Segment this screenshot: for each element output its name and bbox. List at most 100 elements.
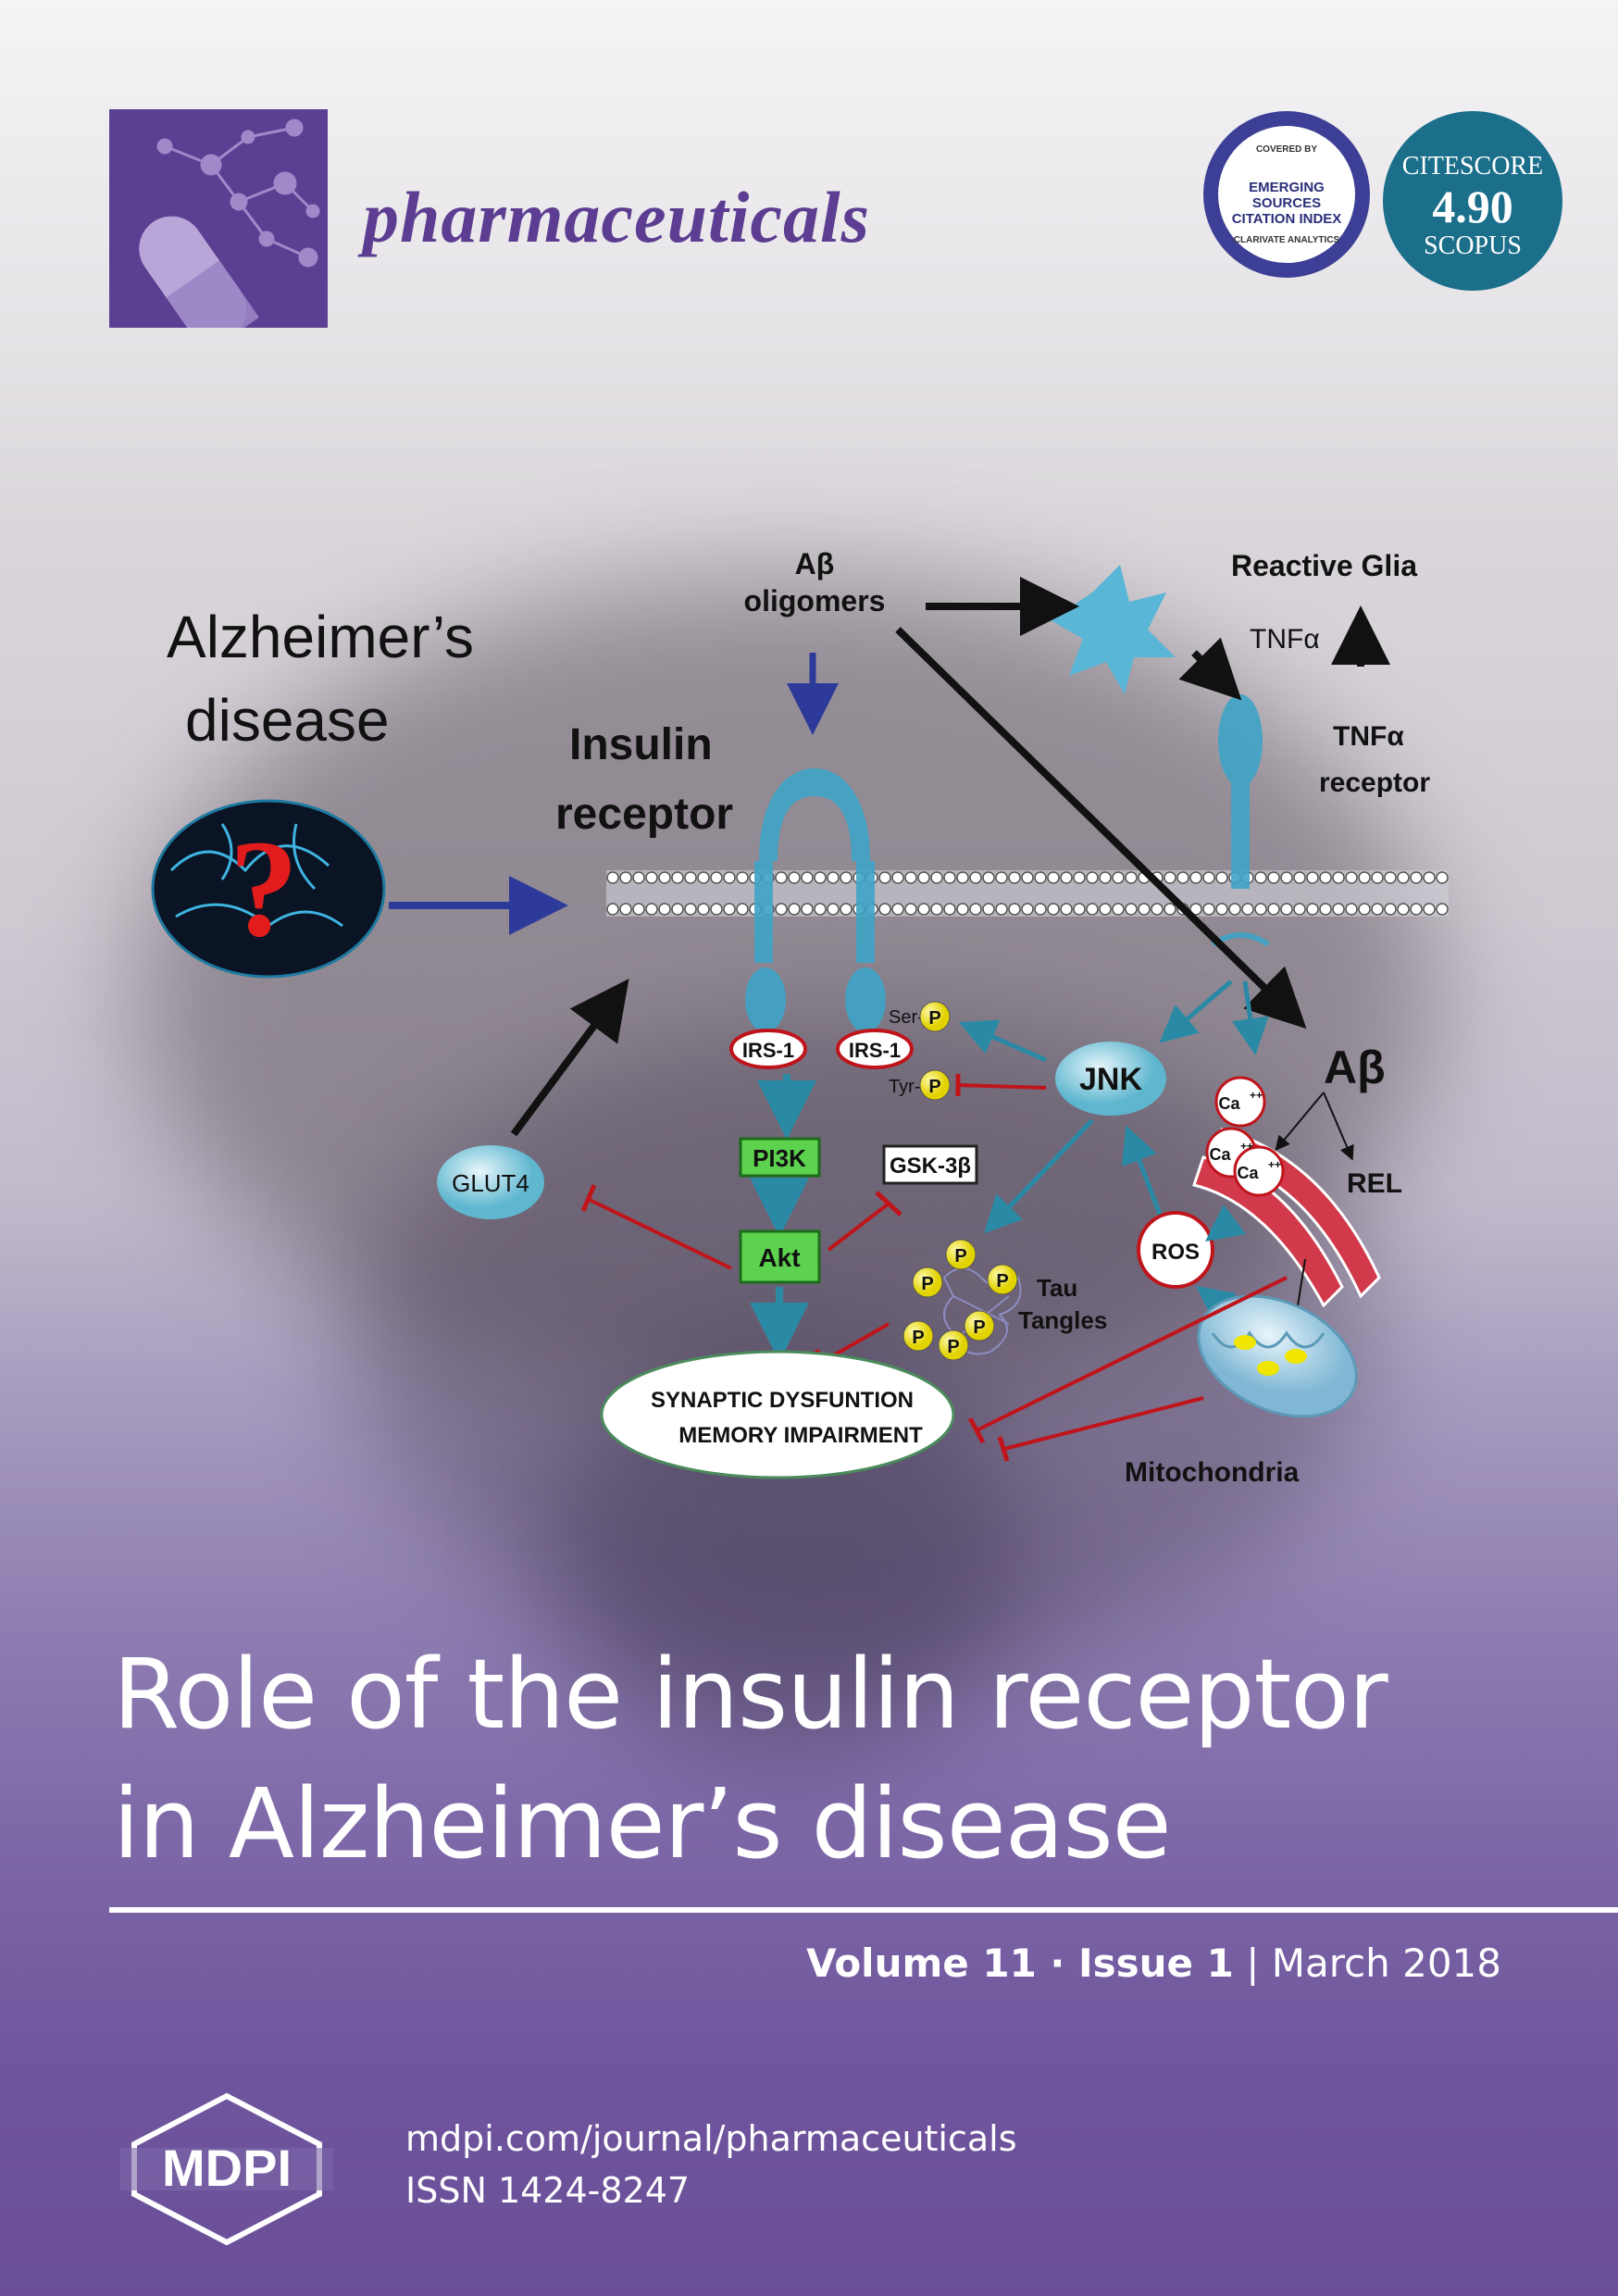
membrane-lipid — [878, 903, 891, 916]
tau-label: Tau — [1037, 1274, 1077, 1302]
membrane-lipid — [1436, 871, 1449, 884]
membrane-lipid — [619, 871, 632, 884]
membrane-lipid — [1319, 903, 1332, 916]
membrane-lipid — [943, 871, 956, 884]
citescore-value: 4.90 — [1432, 181, 1513, 232]
membrane-lipid — [1021, 871, 1034, 884]
membrane-lipid — [801, 903, 814, 916]
journal-url[interactable]: mdpi.com/journal/pharmaceuticals — [405, 2118, 1017, 2159]
membrane-lipid — [684, 903, 697, 916]
membrane-lipid — [1345, 871, 1358, 884]
membrane-lipid — [1034, 871, 1047, 884]
jnk-to-tau-arrow — [984, 1118, 1094, 1234]
membrane-lipid — [1397, 903, 1410, 916]
membrane-lipid — [995, 903, 1008, 916]
reactive-glia-label: Reactive Glia — [1231, 549, 1417, 582]
membrane-lipid — [632, 871, 645, 884]
membrane-lipid — [1384, 903, 1397, 916]
rel-label: REL — [1347, 1168, 1402, 1199]
membrane-lipid — [775, 871, 788, 884]
membrane-lipid — [658, 871, 671, 884]
phosphate-icon — [919, 1001, 951, 1032]
membrane-lipid — [982, 903, 995, 916]
membrane-lipid — [1254, 903, 1267, 916]
membrane-lipid — [801, 871, 814, 884]
issue-date: March 2018 — [1271, 1940, 1501, 1986]
phosphate-label: P — [912, 1328, 924, 1348]
phosphate-label: P — [928, 1077, 940, 1097]
synaptic-label: MEMORY IMPAIRMENT — [678, 1423, 923, 1448]
article-title-line: in Alzheimer’s disease — [113, 1767, 1172, 1880]
membrane-to-ca-arrow — [1231, 980, 1269, 1055]
abeta-to-abeta-arrow — [895, 627, 1307, 1029]
membrane-lipid — [1267, 903, 1280, 916]
issue-separator: · — [1036, 1940, 1078, 1986]
membrane-lipid — [1306, 903, 1319, 916]
molecule-pill-icon — [139, 119, 320, 328]
membrane-lipid — [697, 871, 710, 884]
membrane-lipid — [1008, 871, 1021, 884]
esci-line: SOURCES — [1251, 195, 1322, 211]
membrane-lipid — [1215, 871, 1228, 884]
mitochondria-label: Mitochondria — [1125, 1457, 1300, 1488]
ser-label: Ser- — [889, 1007, 924, 1028]
esci-title: EMERGING SOURCES CITATION INDEX — [1218, 180, 1355, 227]
membrane-lipid — [969, 871, 982, 884]
membrane-lipid — [606, 871, 619, 884]
membrane-lipid — [1125, 903, 1138, 916]
membrane-lipid — [671, 871, 684, 884]
membrane-lipid — [904, 903, 917, 916]
membrane-lipid — [645, 871, 658, 884]
membrane-lipid — [814, 871, 827, 884]
ros-label: ROS — [1151, 1240, 1200, 1265]
phosphate-icon — [902, 1239, 1018, 1361]
membrane-lipid — [1293, 871, 1306, 884]
membrane-lipid — [956, 903, 969, 916]
date-divider: | — [1233, 1940, 1272, 1986]
citescore-label: CITESCORE — [1401, 152, 1544, 181]
insulin-receptor-icon — [745, 768, 886, 1032]
akt-inhibit-gsk — [827, 1202, 890, 1252]
journal-name: pharmaceuticals — [363, 177, 871, 257]
brain-icon — [151, 799, 386, 979]
membrane-lipid — [1073, 903, 1086, 916]
membrane-lipid — [1151, 903, 1164, 916]
glut4-to-membrane-arrow — [510, 979, 629, 1137]
esci-line: CITATION INDEX — [1231, 211, 1342, 227]
membrane — [606, 870, 1449, 917]
membrane-lipid — [891, 903, 904, 916]
membrane-lipid — [1306, 871, 1319, 884]
membrane-lipid — [1384, 871, 1397, 884]
membrane-lipid — [943, 903, 956, 916]
issue-number: Issue 1 — [1078, 1940, 1234, 1986]
membrane-lipid — [1280, 871, 1293, 884]
membrane-lipid — [1164, 903, 1176, 916]
membrane-lipid — [775, 903, 788, 916]
volume: Volume 11 — [806, 1940, 1037, 1986]
calcium-charge: ++ — [1250, 1089, 1263, 1102]
irs1-label: IRS-1 — [742, 1039, 794, 1062]
membrane-lipid — [619, 903, 632, 916]
membrane-lipid — [1254, 871, 1267, 884]
membrane-lipid — [1410, 871, 1423, 884]
membrane-lipid — [814, 903, 827, 916]
membrane-lipid — [917, 903, 930, 916]
inhibit-bar — [875, 1191, 902, 1217]
esci-clarivate: CLARIVATE ANALYTICS — [1233, 235, 1340, 245]
jnk-node — [1055, 1042, 1166, 1116]
membrane-lipid — [982, 871, 995, 884]
tnfa-receptor-label: receptor — [1319, 767, 1430, 798]
tyr-label: Tyr- — [889, 1077, 920, 1097]
membrane-lipid — [1189, 903, 1202, 916]
membrane-lipid — [840, 903, 853, 916]
phosphate-label: P — [973, 1317, 985, 1338]
glut4-node — [437, 1145, 544, 1219]
irs1-node: IRS-1 — [729, 1029, 807, 1069]
tau-label: Tangles — [1018, 1306, 1107, 1334]
membrane-lipid — [1176, 871, 1189, 884]
membrane-lipid — [1112, 871, 1125, 884]
membrane-lipid — [904, 871, 917, 884]
membrane-lipid — [1215, 903, 1228, 916]
mdpi-logo-text: MDPI — [162, 2139, 292, 2197]
